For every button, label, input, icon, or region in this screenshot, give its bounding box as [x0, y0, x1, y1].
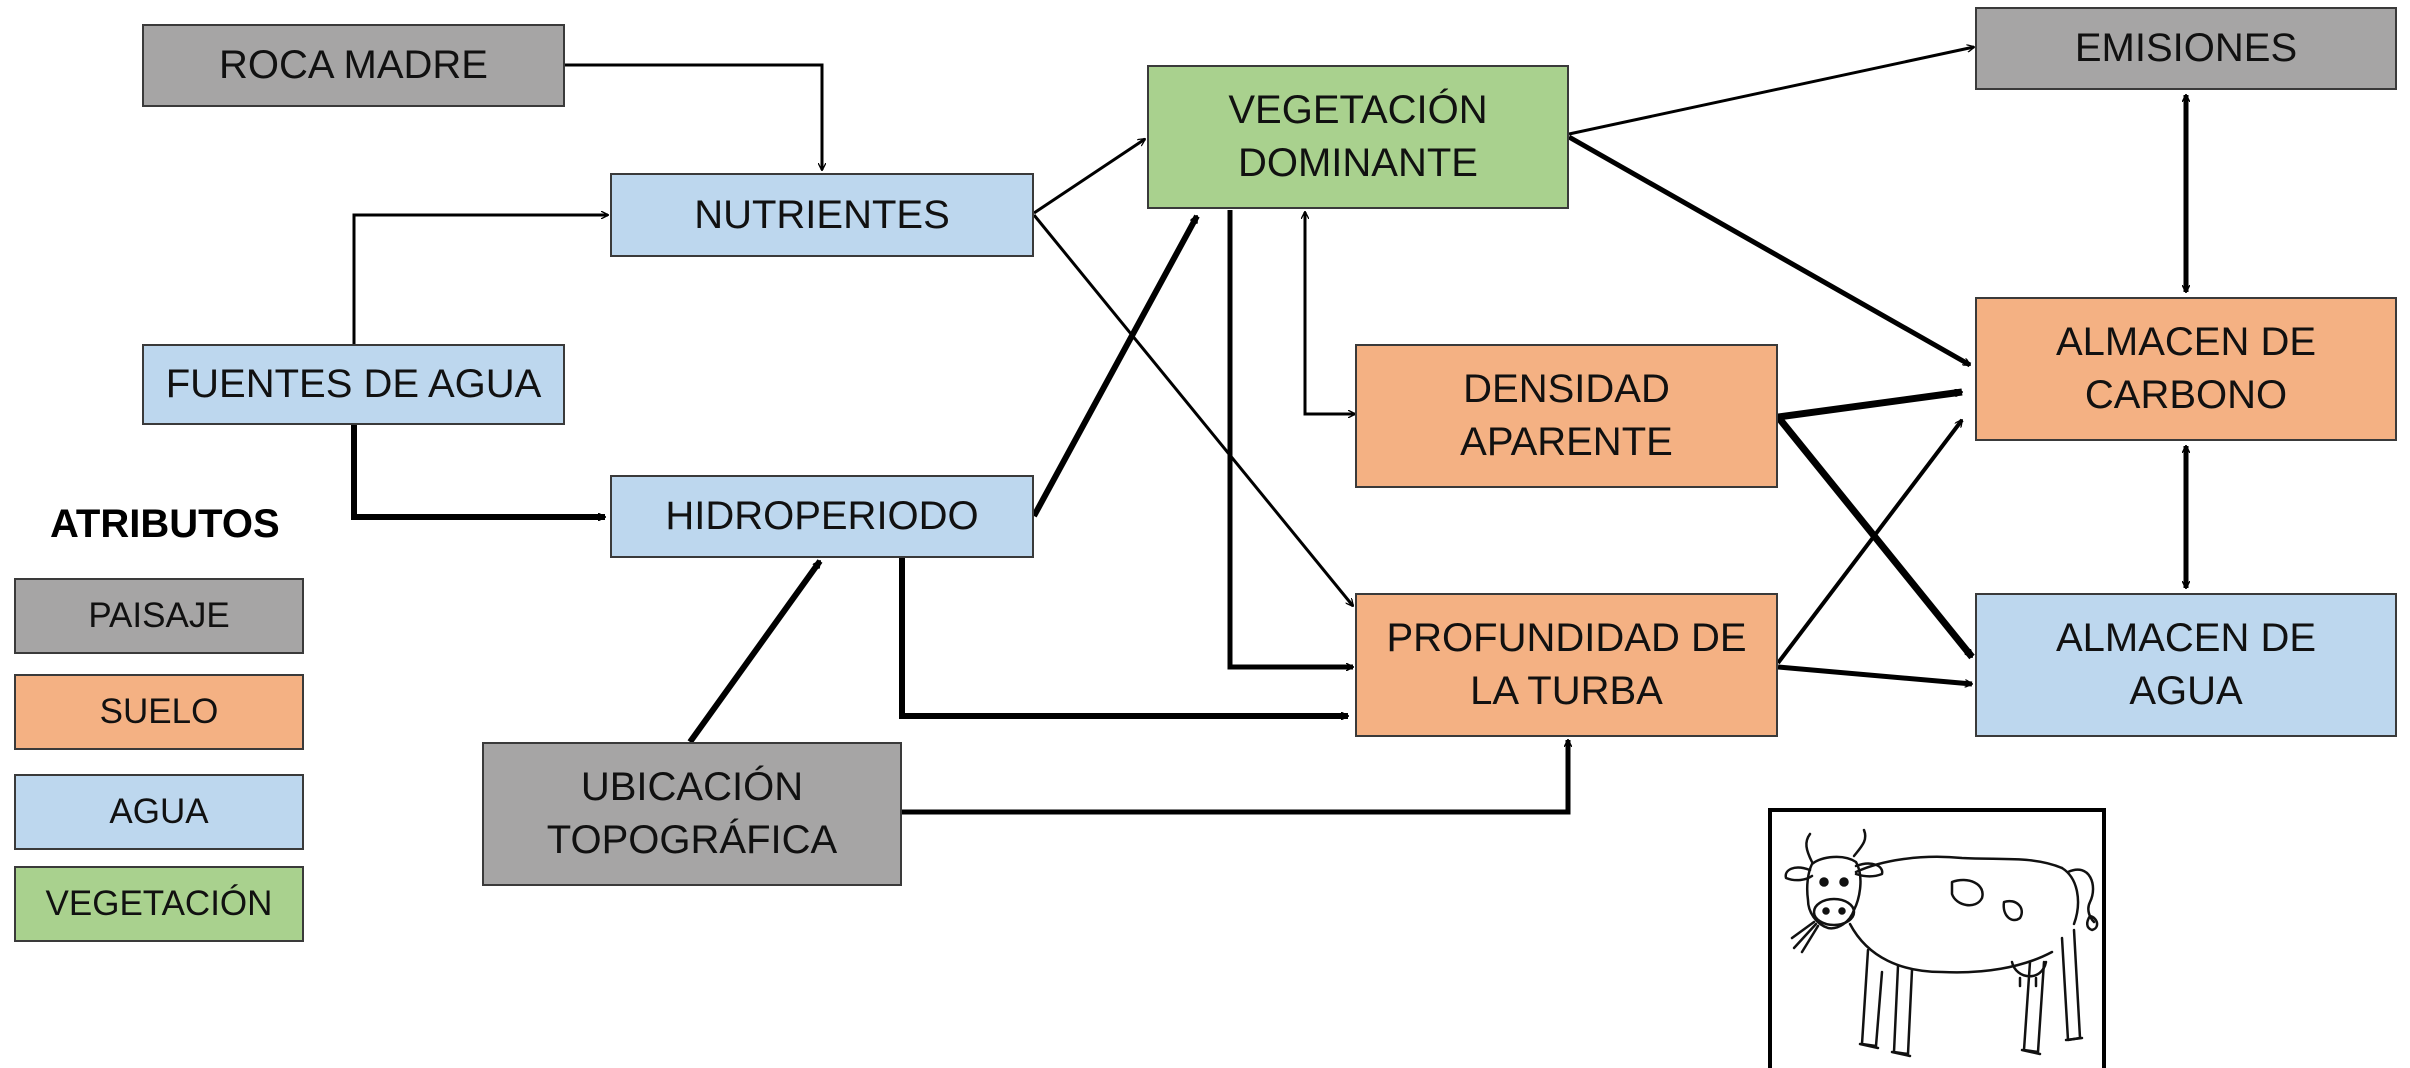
arrow-nutrientes-to-vegetacion	[1033, 137, 1145, 215]
node-densidad-aparente: DENSIDAD APARENTE	[1355, 344, 1778, 488]
arrow-ubicacion-to-profundidad	[902, 740, 1568, 815]
legend-title: ATRIBUTOS	[50, 502, 280, 546]
arrow-vegetacion-to-carbono	[1567, 134, 1970, 368]
arrow-vegetacion-to-emisiones	[1568, 47, 1974, 136]
node-ubicacion-topografica: UBICACIÓN TOPOGRÁFICA	[482, 742, 902, 886]
node-profundidad-turba: PROFUNDIDAD DE LA TURBA	[1355, 593, 1778, 737]
arrow-vegetacion-to-profundidad	[1227, 210, 1353, 667]
legend-item-vegetacion: VEGETACIÓN	[14, 866, 304, 942]
node-nutrientes: NUTRIENTES	[610, 173, 1034, 257]
legend-item-suelo: SUELO	[14, 674, 304, 750]
arrow-nutrientes-to-profundidad	[1032, 214, 1353, 606]
cow-illustration	[1768, 808, 2106, 1068]
legend-item-agua: AGUA	[14, 774, 304, 850]
arrow-fuentes-to-hidroperiodo	[351, 425, 605, 517]
arrow-profundidad-to-agua	[1777, 664, 1972, 684]
node-fuentes-de-agua: FUENTES DE AGUA	[142, 344, 565, 425]
arrow-ubicacion-to-hidroperiodo	[687, 561, 823, 744]
arrow-profundidad-to-carbono	[1776, 420, 1964, 665]
cow-icon	[1784, 828, 2099, 1058]
node-roca-madre: ROCA MADRE	[142, 24, 565, 107]
node-emisiones: EMISIONES	[1975, 7, 2397, 90]
arrow-roca-to-nutrientes	[565, 63, 822, 170]
node-almacen-carbono: ALMACEN DE CARBONO	[1975, 297, 2397, 441]
legend-item-paisaje: PAISAJE	[14, 578, 304, 654]
arrow-densidad-to-carbono	[1777, 392, 1962, 421]
node-almacen-agua: ALMACEN DE AGUA	[1975, 593, 2397, 737]
arrow-hidroperiodo-to-vegetacion	[1031, 216, 1200, 518]
node-vegetacion-dominante: VEGETACIÓN DOMINANTE	[1147, 65, 1569, 209]
arrow-hidroperiodo-to-profundidad	[899, 558, 1348, 716]
node-hidroperiodo: HIDROPERIODO	[610, 475, 1034, 558]
arrow-fuentes-to-nutrientes	[352, 215, 608, 344]
arrow-vegetacion-densidad	[1305, 212, 1355, 414]
